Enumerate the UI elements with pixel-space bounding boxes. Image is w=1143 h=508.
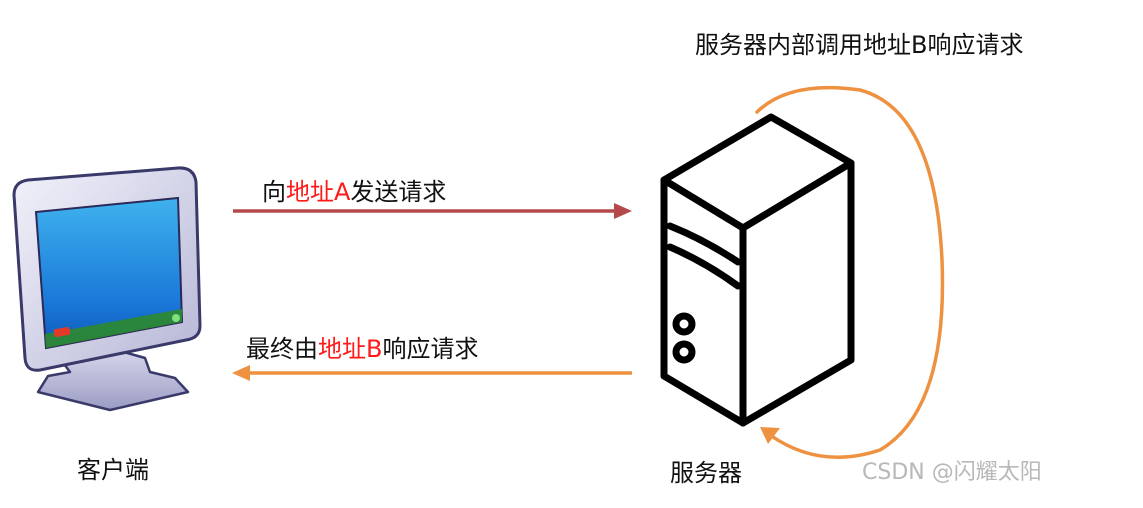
response-label: 最终由地址B响应请求 <box>246 337 478 361</box>
server-internal-label: 服务器内部调用地址B响应请求 <box>695 31 1024 59</box>
internal-loop-arrow <box>755 85 945 460</box>
request-label: 向地址A发送请求 <box>262 180 446 204</box>
response-label-suffix: 响应请求 <box>382 335 479 363</box>
request-label-prefix: 向 <box>262 178 286 206</box>
response-arrow <box>232 365 632 381</box>
watermark: CSDN @闪耀太阳 <box>862 460 1042 485</box>
response-label-prefix: 最终由 <box>246 335 318 363</box>
request-label-suffix: 发送请求 <box>350 178 447 206</box>
response-label-address: 地址B <box>318 335 383 363</box>
computer-monitor-icon <box>12 166 202 412</box>
server-tower-icon <box>660 113 855 427</box>
request-label-address: 地址A <box>286 178 351 206</box>
client-label: 客户端 <box>77 456 149 484</box>
request-arrow <box>233 203 632 219</box>
server-label: 服务器 <box>670 459 742 487</box>
